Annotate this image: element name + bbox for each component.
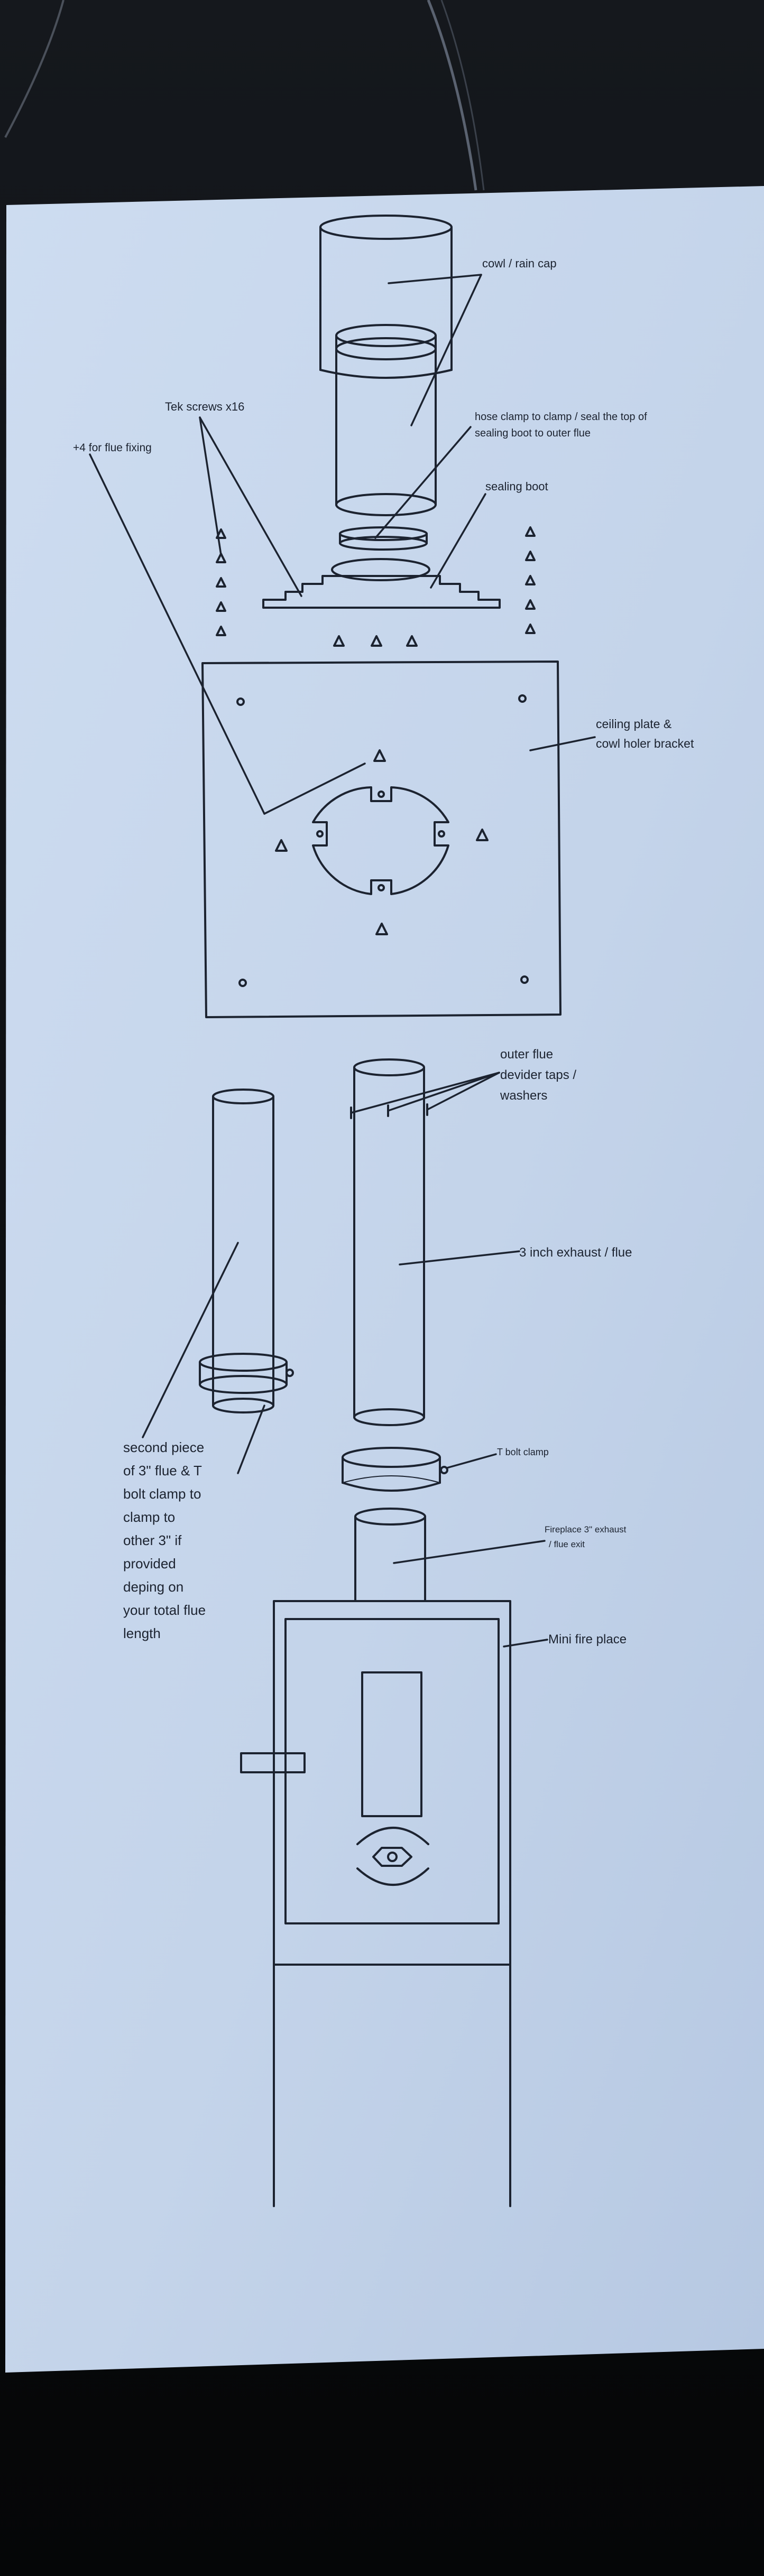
label-ceiling-plate-line1: ceiling plate &	[596, 717, 671, 731]
label-outer-flue-line2: devider taps /	[500, 1068, 576, 1082]
label-second-piece-8: your total flue	[123, 1602, 206, 1618]
label-hose-clamp-line1: hose clamp to clamp / seal the top of	[475, 411, 647, 423]
inner-flue-section	[335, 324, 437, 516]
label-second-piece-9: length	[123, 1625, 161, 1641]
mini-fire-place	[240, 1600, 511, 2207]
label-second-piece-3: bolt clamp to	[123, 1486, 201, 1502]
label-tek-screws: Tek screws x16	[165, 400, 244, 413]
label-flue-fixing: +4 for flue fixing	[73, 442, 152, 454]
tek-screws-right	[525, 526, 536, 634]
label-fireplace-exit-line2: / flue exit	[549, 1539, 585, 1549]
second-flue-piece	[212, 1089, 274, 1413]
air-vent-icon	[356, 1827, 429, 1886]
sealing-boot	[262, 558, 501, 609]
second-t-bolt-clamp	[199, 1353, 294, 1394]
label-second-piece-7: deping on	[123, 1579, 183, 1595]
paper-sheet	[5, 186, 764, 2373]
label-hose-clamp-line2: sealing boot to outer flue	[475, 427, 591, 439]
label-cowl: cowl / rain cap	[482, 257, 557, 270]
label-second-piece-1: second piece	[123, 1439, 204, 1455]
label-sealing-boot: sealing boot	[485, 480, 548, 493]
label-ceiling-plate-line2: cowl holer bracket	[596, 737, 694, 750]
label-outer-flue-line3: washers	[500, 1089, 547, 1103]
stovetop-ring	[427, 0, 477, 191]
label-mini-fireplace: Mini fire place	[548, 1632, 627, 1647]
label-t-bolt: T bolt clamp	[497, 1447, 549, 1457]
t-bolt-clamp	[342, 1447, 448, 1492]
leader-lines	[89, 274, 596, 1648]
label-outer-flue-line1: outer flue	[500, 1047, 553, 1062]
stovetop-ring	[440, 0, 485, 191]
label-second-piece-5: other 3" if	[123, 1532, 182, 1548]
tek-screws-bottom	[333, 635, 418, 647]
ceiling-plate	[201, 661, 562, 1018]
three-inch-exhaust-flue	[350, 1058, 428, 1426]
label-second-piece-4: clamp to	[123, 1509, 175, 1525]
label-second-piece-2: of 3" flue & T	[123, 1463, 202, 1478]
stovetop-ring	[4, 0, 65, 138]
label-exhaust: 3 inch exhaust / flue	[519, 1245, 632, 1260]
tek-screws-left	[216, 528, 226, 636]
label-second-piece-6: provided	[123, 1556, 176, 1571]
label-fireplace-exit-line1: Fireplace 3" exhaust	[545, 1524, 627, 1535]
flue-cutout	[312, 786, 449, 895]
